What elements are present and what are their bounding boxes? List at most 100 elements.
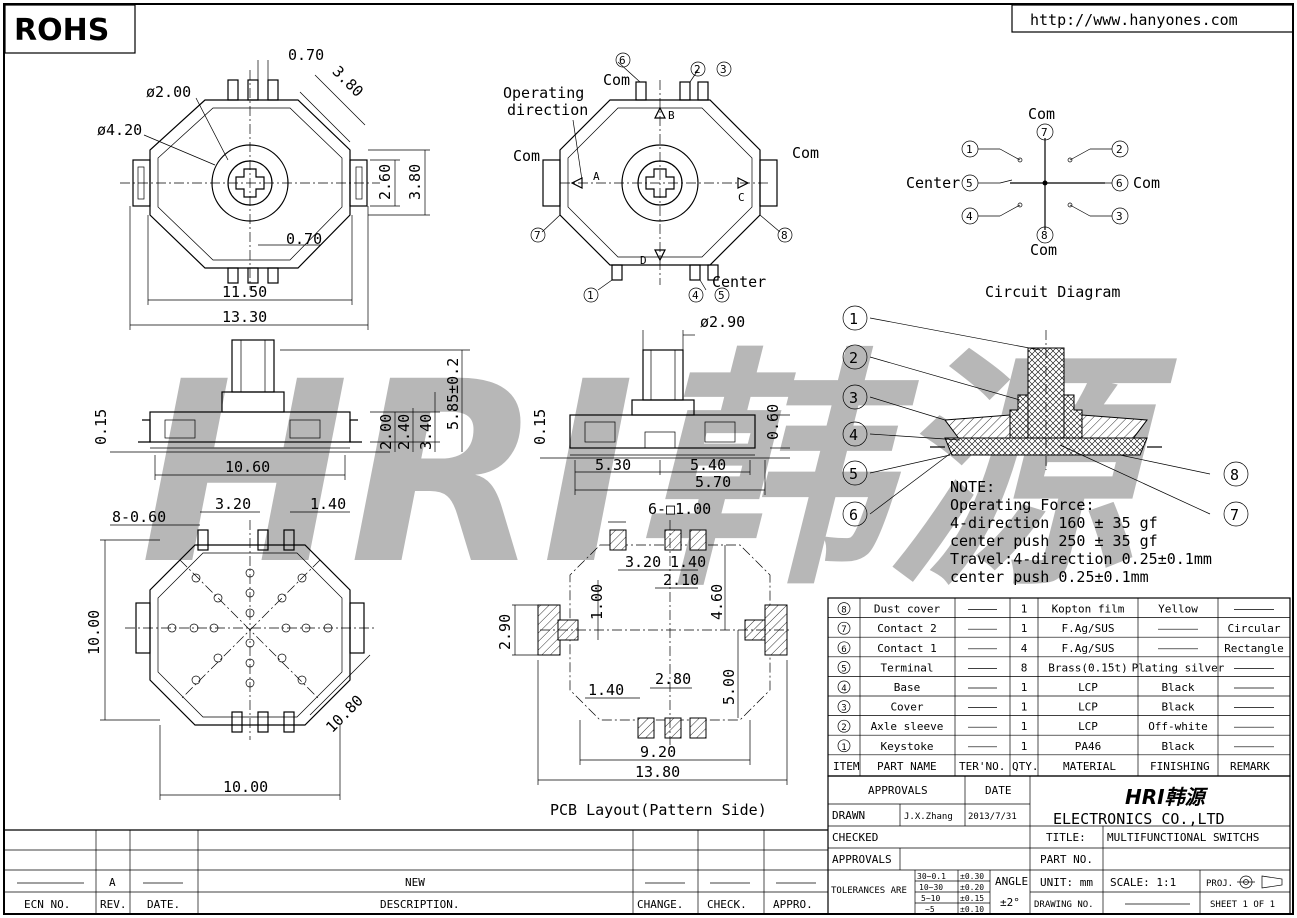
pcb-dim-1380: 13.80 — [635, 763, 680, 781]
bom-row: 4 Base 1 LCP Black — [837, 680, 1274, 694]
bom-cell-qty: 1 — [1021, 701, 1028, 714]
svg-text:8: 8 — [781, 229, 788, 242]
bom-cell-no: 2 — [841, 723, 846, 733]
svg-text:7: 7 — [534, 229, 541, 242]
tb-checked: CHECKED — [832, 831, 878, 844]
svg-text:7: 7 — [1041, 126, 1048, 139]
pcb-dim-6sq: 6-□1.00 — [648, 500, 711, 518]
pcb-dim-500: 5.00 — [720, 669, 738, 705]
watermark: HRI韩源 — [140, 328, 1178, 619]
circuit-com-bottom: Com — [1030, 241, 1057, 259]
dir-label-b: B — [668, 109, 675, 122]
bottom-dim-1000-h: 10.00 — [223, 778, 268, 796]
rev-h-check: CHECK. — [707, 898, 747, 911]
rev-h-appro: APPRO. — [773, 898, 813, 911]
circuit-center: Center — [906, 174, 960, 192]
side-dim-015: 0.15 — [92, 409, 110, 445]
bom-cell-name: Base — [894, 681, 921, 694]
svg-text:8: 8 — [1041, 229, 1048, 242]
dir-label-c: C — [738, 191, 745, 204]
bom-cell-material: LCP — [1078, 681, 1098, 694]
pcb-caption: PCB Layout(Pattern Side) — [550, 801, 767, 819]
center-label: Center — [712, 273, 766, 291]
tb-angle-tol: ±2° — [1000, 896, 1020, 909]
svg-text:7: 7 — [1230, 506, 1239, 524]
bom-cell-finishing: Off-white — [1148, 720, 1208, 733]
note-line-1: Operating Force: — [950, 496, 1095, 514]
side-dim-240: 2.40 — [395, 414, 413, 450]
pin-markers-operating: 6 2 3 7 8 1 4 5 — [530, 52, 793, 303]
bom-cell-material: Kopton film — [1052, 603, 1125, 616]
svg-text:5: 5 — [966, 177, 973, 190]
side-dim-340: 3.40 — [417, 414, 435, 450]
tb-drawn-date: 2013/7/31 — [968, 812, 1017, 822]
pcb-dim-290: 2.90 — [496, 614, 514, 650]
tb-approvals: APPROVALS — [868, 784, 928, 797]
pcb-dim-100: 1.00 — [588, 584, 606, 620]
bom-cell-qty: 8 — [1021, 661, 1028, 674]
svg-text:±0.15: ±0.15 — [960, 894, 984, 903]
svg-text:5~10: 5~10 — [921, 894, 940, 903]
svg-text:QTY.: QTY. — [1012, 760, 1039, 773]
pcb-dim-320: 3.20 — [625, 553, 661, 571]
bom-cell-no: 5 — [841, 664, 846, 674]
tb-approvals2: APPROVALS — [832, 853, 892, 866]
bottom-view — [100, 511, 375, 800]
bom-cell-name: Contact 1 — [877, 642, 937, 655]
dim-phi420: ø4.20 — [97, 121, 142, 139]
pcb-dim-460: 4.60 — [708, 584, 726, 620]
bom-cell-name: Axle sleeve — [871, 720, 944, 733]
svg-text:TER'NO.: TER'NO. — [959, 760, 1005, 773]
dim-070-bottom: 0.70 — [286, 230, 322, 248]
dim-1150: 11.50 — [222, 283, 267, 301]
sheet-border — [3, 3, 1294, 915]
bom-cell-finishing: Black — [1161, 681, 1194, 694]
svg-text:~5: ~5 — [925, 905, 935, 914]
bom-cell-qty: 1 — [1021, 720, 1028, 733]
bom-cell-material: PA46 — [1075, 740, 1102, 753]
dim-070-top: 0.70 — [288, 46, 324, 64]
tb-drawn-by: J.X.Zhang — [904, 812, 953, 822]
bom-cell-qty: 1 — [1021, 681, 1028, 694]
svg-text:2: 2 — [694, 63, 701, 76]
tb-proj: PROJ. — [1206, 879, 1233, 889]
bom-cell-no: 8 — [841, 606, 846, 616]
website-url[interactable]: http://www.hanyones.com — [1030, 11, 1238, 29]
rev-h-ecn: ECN NO. — [24, 898, 70, 911]
svg-text:6: 6 — [619, 54, 626, 67]
bom-cell-no: 7 — [841, 625, 846, 635]
revision-table — [4, 829, 828, 914]
bottom-dim-320: 3.20 — [215, 495, 251, 513]
circuit-diagram: 7 8 1 2 4 3 5 6 — [961, 123, 1129, 244]
com-top-label: Com — [603, 71, 630, 89]
svg-text:30~0.1: 30~0.1 — [917, 872, 946, 881]
title-block — [827, 775, 1291, 915]
bom-row: 2 Axle sleeve 1 LCP Off-white — [837, 719, 1274, 733]
bom-cell-no: 4 — [841, 684, 846, 694]
bom-cell-name: Cover — [890, 701, 923, 714]
bom-cell-name: Contact 2 — [877, 622, 937, 635]
rev-h-rev: REV. — [100, 898, 127, 911]
tb-drawing-no: DRAWING NO. — [1034, 900, 1094, 910]
bom-cell-material: LCP — [1078, 720, 1098, 733]
side2-dim-540: 5.40 — [690, 456, 726, 474]
svg-text:8: 8 — [1230, 466, 1239, 484]
svg-text:2: 2 — [849, 349, 858, 367]
bom-cell-material: LCP — [1078, 701, 1098, 714]
svg-text:4: 4 — [849, 426, 858, 444]
bottom-dim-8060: 8-0.60 — [112, 508, 166, 526]
tb-part-no: PART NO. — [1040, 853, 1093, 866]
note-line-4: Travel:4-direction 0.25±0.1mm — [950, 550, 1212, 568]
tb-logo: HRI韩源 — [1125, 785, 1209, 809]
svg-text:4: 4 — [966, 210, 973, 223]
dir-label-d: D — [640, 254, 647, 267]
tb-angle: ANGLE — [995, 875, 1028, 888]
pcb-dim-920: 9.20 — [640, 743, 676, 761]
side2-dim-phi290: ø2.90 — [700, 313, 745, 331]
bom-cell-no: 1 — [841, 743, 846, 753]
dim-260: 2.60 — [376, 164, 394, 200]
note-line-3: center push 250 ± 35 gf — [950, 532, 1158, 550]
tb-tolerances: TOLERANCES ARE — [831, 886, 907, 896]
rohs-label: ROHS — [14, 13, 109, 48]
